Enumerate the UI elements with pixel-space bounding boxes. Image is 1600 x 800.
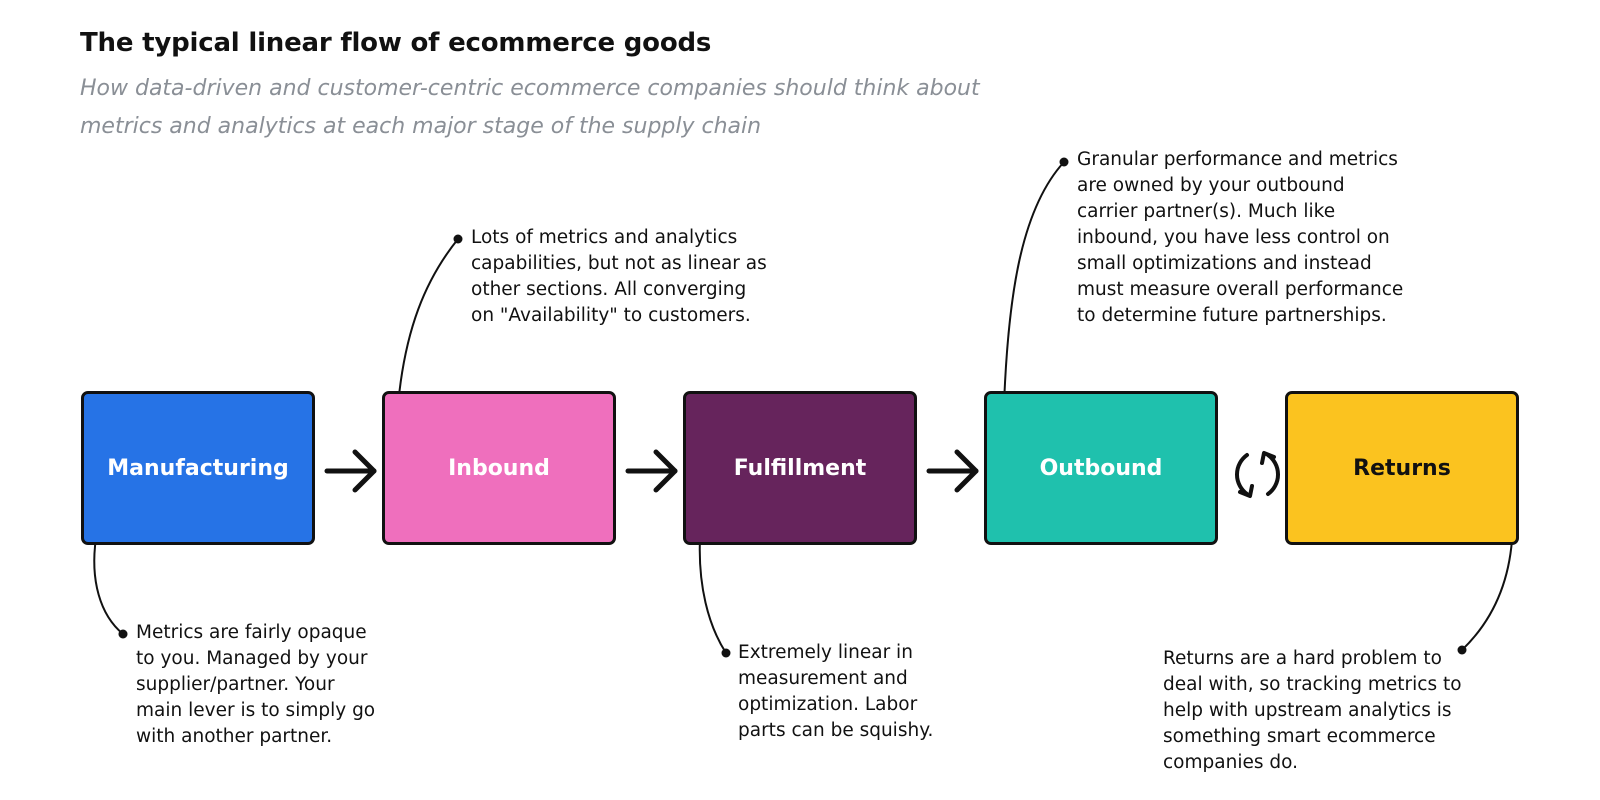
fulfillment-leader-dot — [721, 648, 731, 658]
stage-fulfillment-label: Fulfillment — [733, 455, 867, 481]
arrow-right-icon — [926, 449, 979, 493]
fulfillment-note: Extremely linear in measurement and opti… — [738, 642, 934, 741]
arrow-right-icon — [324, 449, 377, 493]
stage-outbound-label: Outbound — [1039, 455, 1163, 481]
fulfillment-leader-line — [698, 537, 727, 654]
outbound-note: Granular performance and metrics are own… — [1077, 149, 1404, 326]
returns-note: Returns are a hard problem to deal with,… — [1163, 648, 1462, 773]
returns-leader-line — [1461, 539, 1513, 651]
inbound-note: Lots of metrics and analytics capabiliti… — [471, 227, 767, 326]
stage-outbound: Outbound — [984, 391, 1218, 545]
stage-inbound-label: Inbound — [448, 455, 550, 481]
page-title: The typical linear flow of ecommerce goo… — [80, 28, 712, 58]
returns-leader-dot — [1457, 645, 1467, 655]
stage-manufacturing: Manufacturing — [81, 391, 315, 545]
cycle-arrows-icon — [1234, 451, 1281, 498]
stage-fulfillment: Fulfillment — [683, 391, 917, 545]
stage-inbound: Inbound — [382, 391, 616, 545]
outbound-leader-line — [1003, 161, 1065, 406]
arrow-right-icon — [625, 449, 678, 493]
manufacturing-leader-line — [93, 537, 124, 635]
inbound-leader-dot — [453, 234, 463, 244]
stage-returns-label: Returns — [1353, 455, 1451, 481]
manufacturing-note: Metrics are fairly opaque to you. Manage… — [136, 622, 376, 747]
stage-returns: Returns — [1285, 391, 1519, 545]
inbound-leader-line — [397, 238, 459, 406]
page-subtitle: How data-driven and customer-centric eco… — [80, 76, 980, 139]
stage-manufacturing-label: Manufacturing — [107, 455, 289, 481]
outbound-leader-dot — [1059, 157, 1069, 167]
manufacturing-leader-dot — [118, 629, 128, 639]
